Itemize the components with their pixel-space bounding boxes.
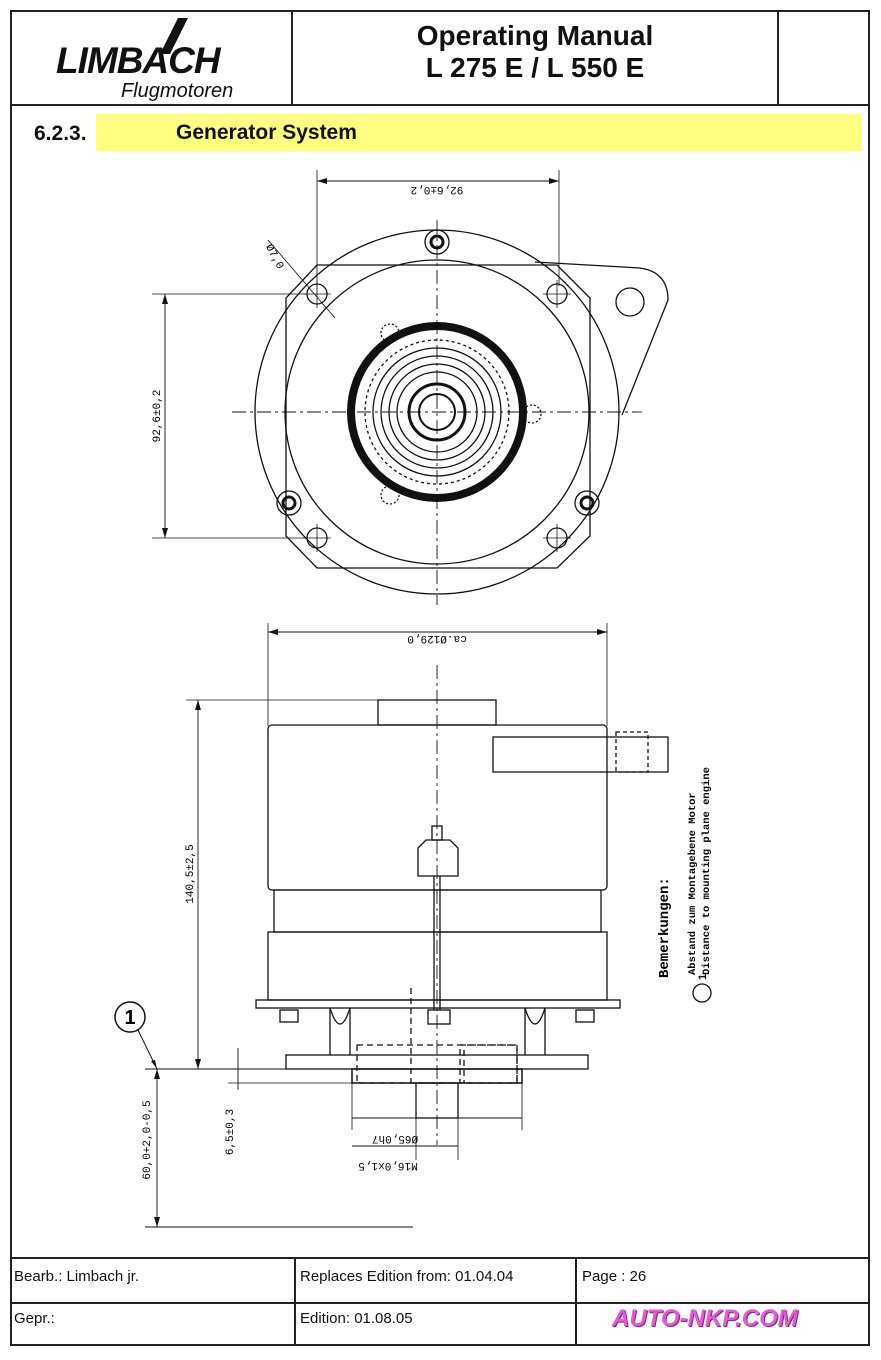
- dim-thread: M16,0x1,5: [358, 1159, 417, 1171]
- title-cell: Operating Manual L 275 E / L 550 E: [293, 10, 779, 104]
- brand-subtitle: Flugmotoren: [121, 80, 234, 102]
- dim-65: 6,5±0,3: [225, 1109, 237, 1155]
- ear-hole: [615, 287, 645, 317]
- callout-note-number: 1: [697, 974, 709, 980]
- section-bar: Generator System: [96, 114, 862, 151]
- footer-edition: Edition: 01.08.05: [300, 1310, 413, 1327]
- flange-octagon: [285, 264, 591, 569]
- callout-number: 1: [124, 1007, 135, 1029]
- footer-divider: [575, 1257, 577, 1346]
- watermark: AUTO-NKP.COM: [612, 1305, 798, 1332]
- page-frame: [10, 10, 870, 1346]
- footer-gepr: Gepr.:: [14, 1310, 55, 1327]
- note-german: Abstand zum Montagebene Motor: [687, 792, 699, 975]
- footer-bearb: Bearb.: Limbach jr.: [14, 1268, 140, 1285]
- dim-top-width: 92,6±0,2: [411, 183, 464, 195]
- dim-hole: Ø7,0: [262, 243, 285, 272]
- brand-logo: LIMBACH: [56, 40, 221, 81]
- note-english: Distance to mounting plane engine: [701, 767, 713, 975]
- dim-60: 60,0+2,0-0,5: [142, 1100, 154, 1179]
- footer-page: Page : 26: [582, 1268, 647, 1285]
- document-title: Operating Manual: [416, 20, 654, 51]
- section-number: 6.2.3.: [34, 122, 87, 145]
- notes-heading: Bemerkungen:: [657, 877, 673, 978]
- model-title: L 275 E / L 550 E: [425, 52, 645, 83]
- footer-divider: [10, 1257, 870, 1259]
- logo-swoosh-icon: [160, 18, 188, 54]
- footer-divider: [10, 1302, 870, 1304]
- footer-divider: [294, 1257, 296, 1346]
- dim-body-width: ca.Ø129,0: [407, 632, 466, 644]
- section-title: Generator System: [176, 121, 357, 144]
- callout-bubble: [114, 1001, 146, 1033]
- logo-cell: LIMBACH Flugmotoren: [10, 10, 293, 104]
- dim-top-height: 92,6±0,2: [152, 390, 164, 443]
- dim-height: 140,5±2,5: [185, 844, 197, 903]
- dim-pilot: Ø65,0h7: [372, 1132, 418, 1144]
- document-header: LIMBACH Flugmotoren Operating Manual L 2…: [10, 10, 870, 106]
- footer-replaces: Replaces Edition from: 01.04.04: [300, 1268, 514, 1285]
- document-footer: Bearb.: Limbach jr. Replaces Edition fro…: [10, 1257, 870, 1346]
